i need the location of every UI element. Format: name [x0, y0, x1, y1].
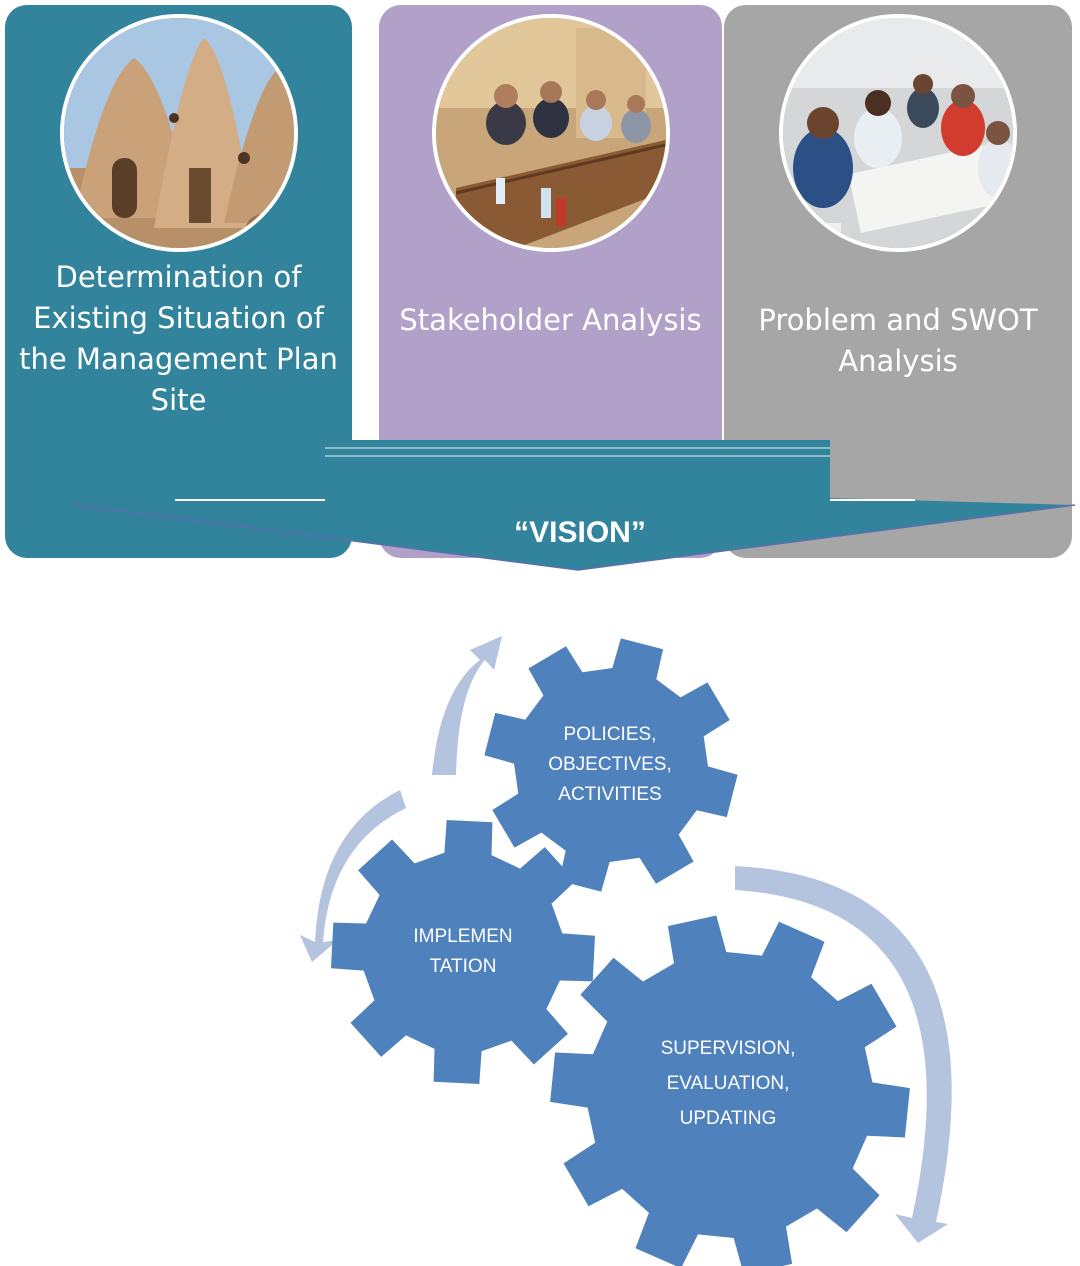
gear-label-supervision: SUPERVISION, EVALUATION, UPDATING [628, 1031, 828, 1136]
vision-label: “VISION” [514, 516, 646, 549]
gear-label-implementation: IMPLEMEN TATION [363, 922, 563, 982]
step-label: Stakeholder Analysis [399, 303, 702, 337]
cycle-arrows [300, 636, 952, 1243]
gear-label-line: ACTIVITIES [558, 784, 662, 805]
step-card-existing-situation: Determination of Existing Situation of t… [5, 5, 352, 558]
cycle-arrow-left [300, 790, 406, 962]
gear-label-line: EVALUATION, [666, 1073, 790, 1094]
step-label: Problem and SWOT Analysis [758, 303, 1038, 378]
meeting-photo [431, 14, 670, 252]
step-label: Determination of Existing Situation of t… [19, 260, 338, 417]
gear-label-line: IMPLEMEN [413, 926, 513, 947]
cycle-arrow-right [735, 866, 952, 1243]
gear-label-line: TATION [429, 956, 497, 977]
gear-policies [484, 638, 738, 892]
gear-label-line: SUPERVISION, [660, 1038, 796, 1059]
gear-label-line: UPDATING [679, 1108, 777, 1129]
gear-label-policies: POLICIES, OBJECTIVES, ACTIVITIES [510, 720, 710, 810]
gear-label-line: OBJECTIVES, [548, 754, 672, 775]
gear-implementation [331, 820, 595, 1084]
cycle-arrow-up [432, 636, 502, 775]
gear-supervision [550, 915, 910, 1266]
step-card-problem-swot: Problem and SWOT Analysis [724, 5, 1072, 558]
gear-label-line: POLICIES, [563, 724, 657, 745]
